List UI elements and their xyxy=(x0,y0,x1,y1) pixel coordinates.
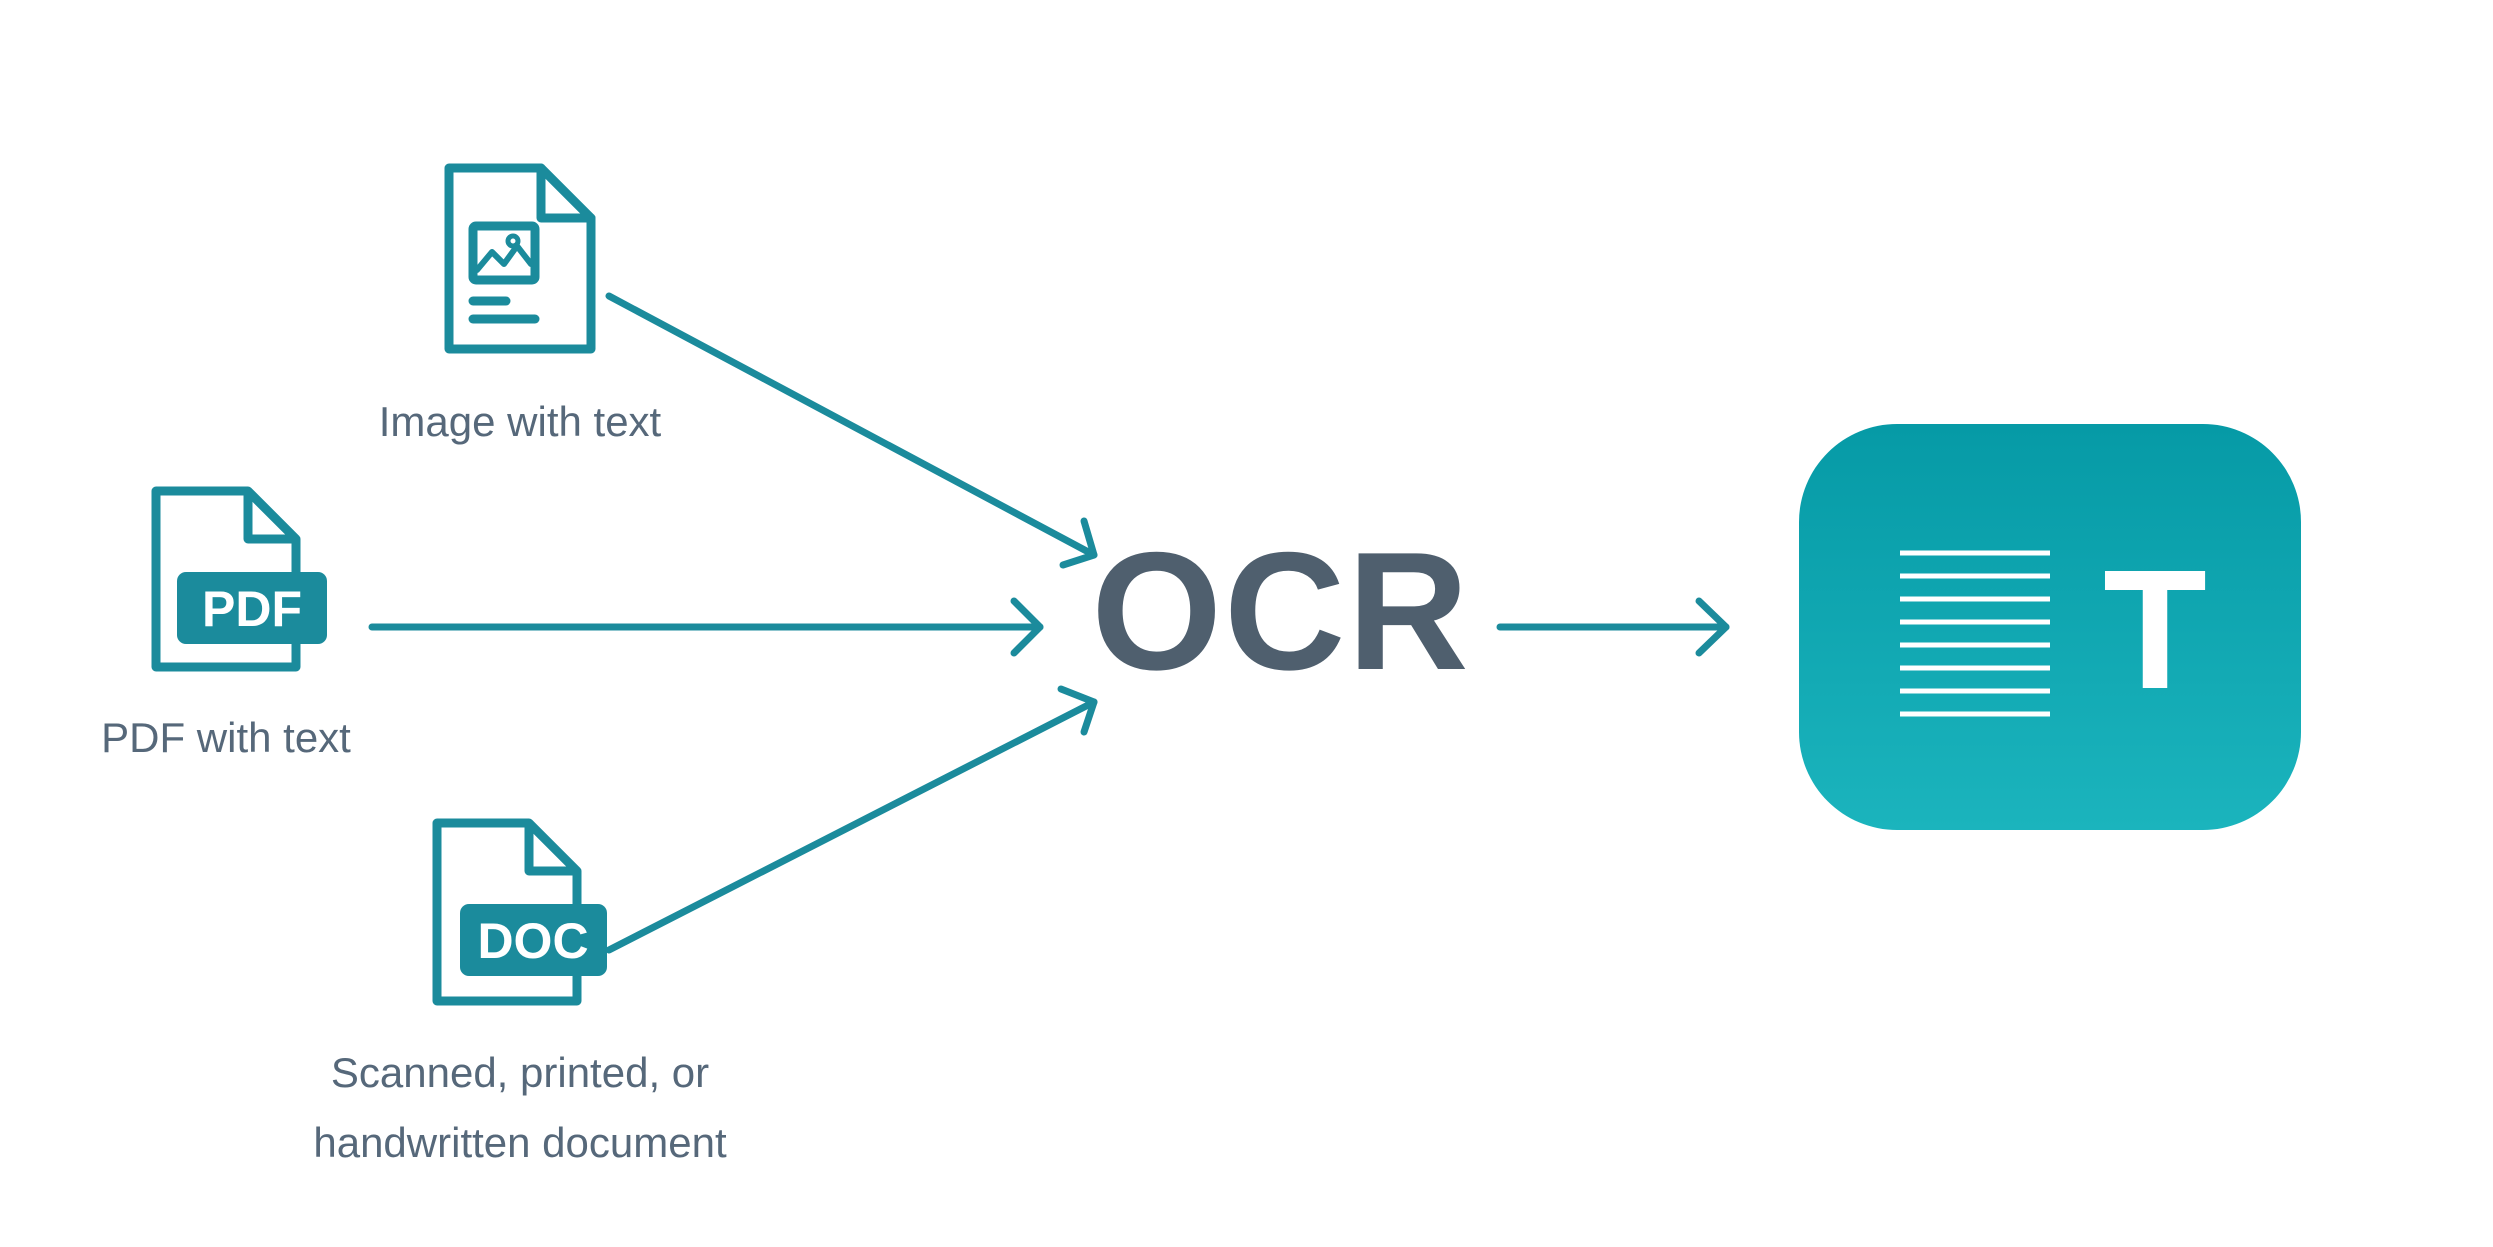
ocr-label: OCR xyxy=(1091,517,1470,705)
doc-file-icon: DOC xyxy=(432,818,607,1006)
doc-input-label-line-2: handwritten document xyxy=(313,1119,727,1166)
text-document-icon: T xyxy=(1799,424,2301,830)
doc-badge: DOC xyxy=(477,913,588,969)
image-file-icon xyxy=(444,163,596,354)
output-letter: T xyxy=(2103,535,2207,725)
doc-input-label-line-1: Scanned, printed, or xyxy=(331,1049,709,1096)
arrow-ocr-to-output xyxy=(1496,597,1730,657)
image-input-label: Image with text xyxy=(379,398,662,445)
pdf-file-icon: PDF xyxy=(151,486,327,672)
pdf-input-label: PDF with text xyxy=(101,714,351,761)
arrow-doc-to-ocr xyxy=(605,685,1098,954)
arrow-pdf-to-ocr xyxy=(368,597,1044,657)
pdf-badge: PDF xyxy=(202,581,302,637)
arrow-image-to-ocr xyxy=(605,292,1098,569)
